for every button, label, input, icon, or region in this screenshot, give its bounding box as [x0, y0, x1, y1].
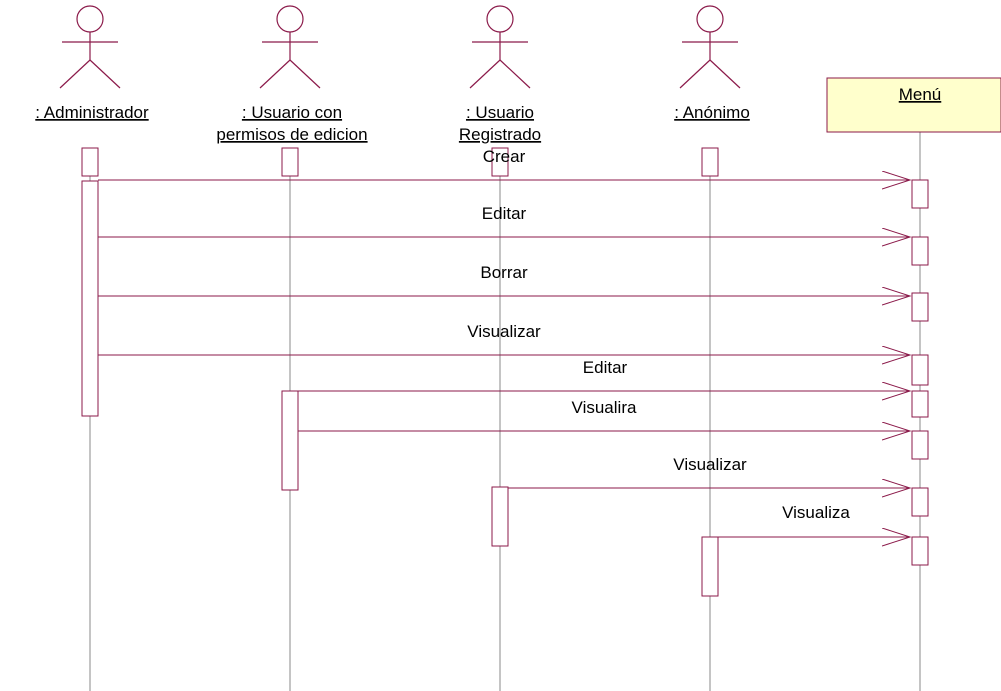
- message-label-visualizar: Visualizar: [467, 322, 541, 341]
- activation-bar: [911, 487, 929, 517]
- message-labels: Crear Editar Borrar Visualizar Editar Vi…: [467, 147, 850, 522]
- message-label-visualira: Visualira: [572, 398, 637, 417]
- message-label-visualizar-2: Visualizar: [673, 455, 747, 474]
- actor-figures: [59, 5, 741, 89]
- message-label-editar: Editar: [482, 204, 527, 223]
- activation-bar: [701, 147, 719, 177]
- activation-bar: [281, 147, 299, 177]
- actor-labels: : Administrador : Usuario con permisos d…: [35, 103, 750, 144]
- activation-bar: [911, 354, 929, 386]
- activation-bar: [911, 292, 929, 322]
- actor-icon: [259, 5, 321, 89]
- activation-bar: [911, 236, 929, 266]
- actor-label-administrador: : Administrador: [35, 103, 149, 122]
- activation-bar: [911, 430, 929, 460]
- actor-icon: [679, 5, 741, 89]
- activation-bars: [81, 147, 929, 597]
- actor-label-anonimo: : Anónimo: [674, 103, 750, 122]
- message-label-visualiza: Visualiza: [782, 503, 850, 522]
- message-label-editar-2: Editar: [583, 358, 628, 377]
- messages: [98, 180, 910, 537]
- activation-bar: [81, 180, 99, 417]
- activation-bar: [911, 390, 929, 418]
- activation-bar: [491, 486, 509, 547]
- message-label-borrar: Borrar: [480, 263, 528, 282]
- actor-label-usuario-edicion-line1: : Usuario con: [242, 103, 342, 122]
- activation-bar: [281, 390, 299, 491]
- object-label: Menú: [899, 85, 942, 104]
- activation-bar: [911, 536, 929, 566]
- actor-icon: [59, 5, 121, 89]
- object-box: [826, 77, 1001, 133]
- activation-bar: [701, 536, 719, 597]
- actor-label-usuario-registrado-line2: Registrado: [459, 125, 541, 144]
- actor-icon: [469, 5, 531, 89]
- actor-label-usuario-registrado-line1: : Usuario: [466, 103, 534, 122]
- activation-bar: [81, 147, 99, 177]
- activation-bar: [911, 179, 929, 209]
- message-label-crear: Crear: [483, 147, 526, 166]
- activation-bar: [491, 147, 509, 177]
- actor-label-usuario-edicion-line2: permisos de edicion: [216, 125, 367, 144]
- object-menu: Menú: [826, 77, 1001, 133]
